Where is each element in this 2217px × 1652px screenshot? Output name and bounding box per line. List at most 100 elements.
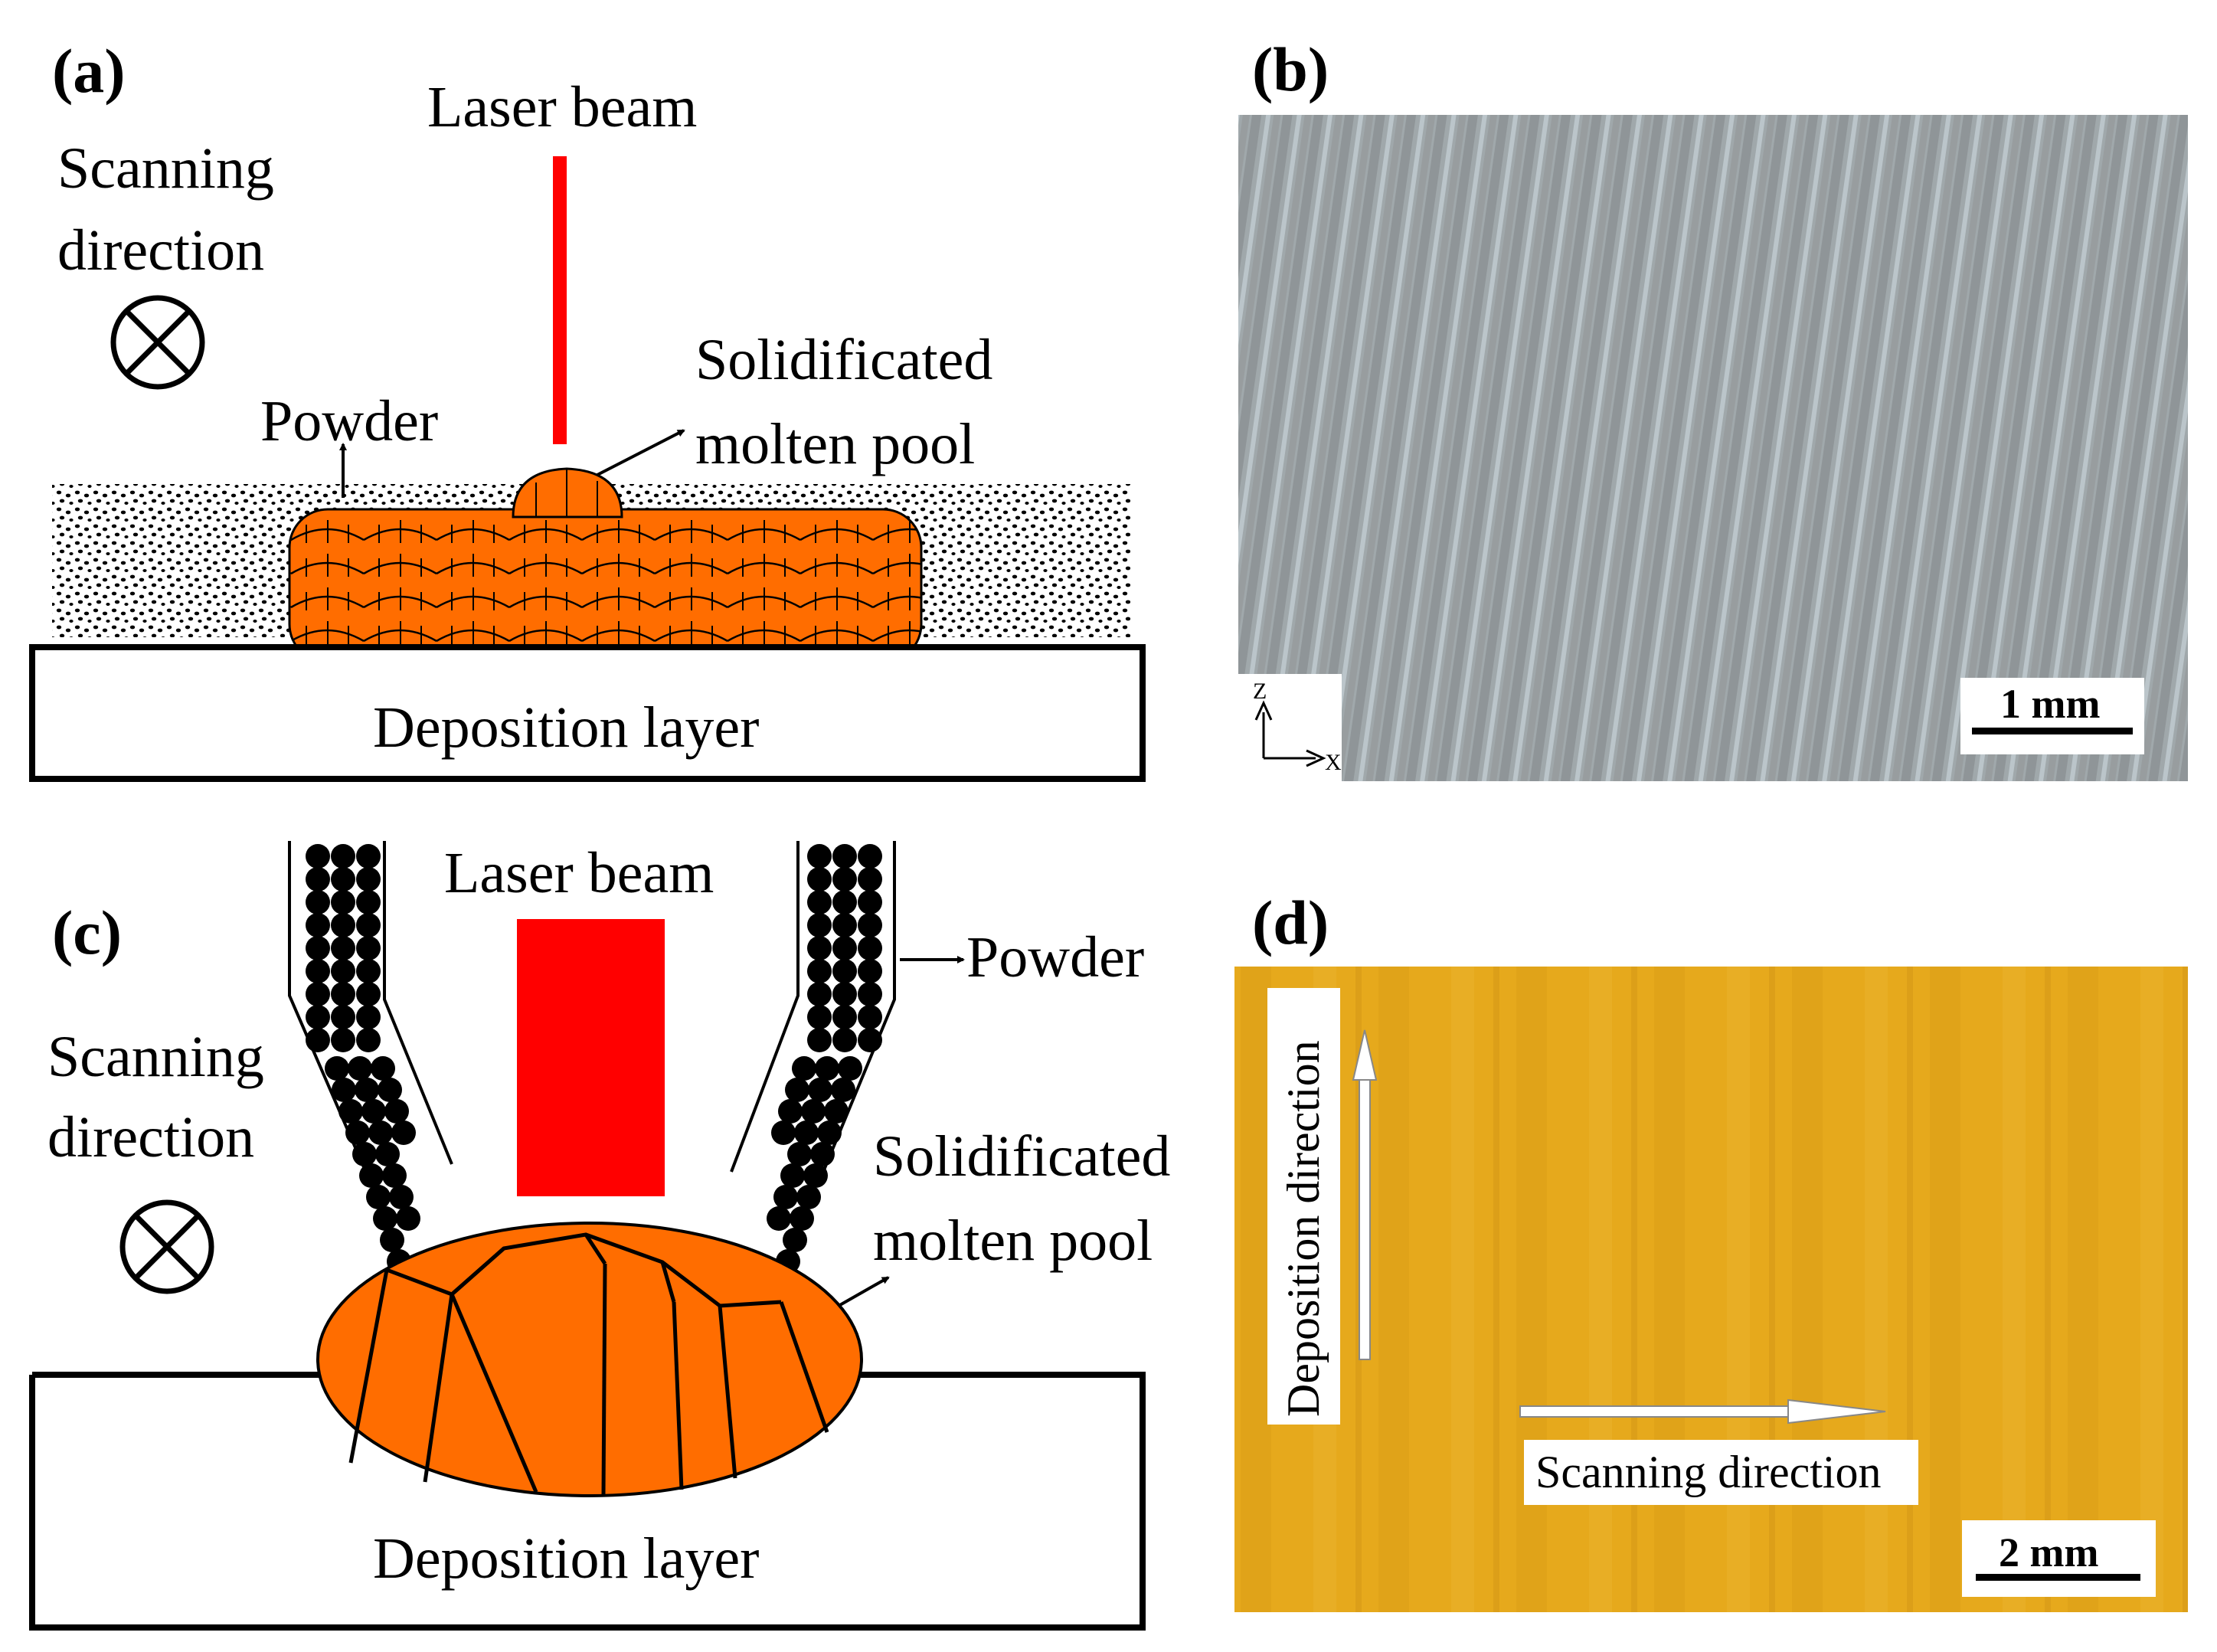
powder-particle — [858, 959, 882, 983]
powder-particle — [858, 936, 882, 960]
panel-c-molten-pool-arrow — [838, 1276, 890, 1307]
powder-particle — [345, 1120, 370, 1145]
panel-c-molten-pool-label-1: Solidificated — [873, 1124, 1170, 1189]
powder-particle — [858, 867, 882, 891]
powder-particle — [832, 844, 857, 869]
powder-particle — [331, 1005, 355, 1029]
panel-a-powder-label: Powder — [260, 389, 438, 453]
powder-particle — [832, 867, 857, 891]
powder-particle — [796, 1185, 821, 1209]
powder-particle — [348, 1056, 372, 1081]
powder-particle — [824, 1099, 849, 1124]
powder-particle — [807, 1005, 832, 1029]
powder-particle — [371, 1056, 395, 1081]
powder-particle — [368, 1120, 393, 1145]
powder-particle — [356, 1005, 381, 1029]
panel-a-scanning-label-2: direction — [57, 218, 264, 283]
powder-particle — [858, 844, 882, 869]
powder-particle — [378, 1078, 402, 1102]
powder-particle — [384, 1099, 409, 1124]
powder-particle — [331, 936, 355, 960]
powder-particle — [306, 936, 330, 960]
panel-c-molten-pool-label-2: molten pool — [873, 1209, 1153, 1273]
panel-d-deposition-direction: Deposition direction — [1267, 988, 1378, 1425]
panel-b-axis-x: X — [1325, 750, 1342, 775]
powder-particle — [355, 1078, 379, 1102]
powder-particle — [389, 1185, 414, 1209]
panel-b-label: (b) — [1252, 34, 1329, 104]
powder-particle — [356, 936, 381, 960]
panel-b-axis-indicator: Z X — [1238, 674, 1342, 781]
panel-a-scanning-label-1: Scanning — [57, 136, 274, 201]
powder-particle — [356, 913, 381, 937]
powder-particle — [771, 1120, 796, 1145]
powder-particle — [338, 1099, 363, 1124]
panel-a-label: (a) — [52, 36, 126, 106]
powder-particle — [325, 1056, 349, 1081]
powder-particle — [373, 1206, 397, 1231]
powder-particle — [808, 1078, 832, 1102]
panel-c-scanning-label-1: Scanning — [47, 1025, 264, 1089]
powder-particle — [391, 1120, 416, 1145]
panel-c-left-powder — [306, 844, 420, 1274]
powder-particle — [356, 890, 381, 914]
panel-a-molten-pool-label-1: Solidificated — [695, 328, 992, 392]
powder-particle — [396, 1206, 420, 1231]
panel-c-right-powder — [767, 844, 882, 1274]
powder-particle — [790, 1206, 814, 1231]
powder-particle — [832, 913, 857, 937]
powder-particle — [831, 1078, 855, 1102]
panel-c-scanning-direction-icon — [119, 1199, 214, 1294]
panel-a-laser-beam-label: Laser beam — [427, 75, 697, 139]
powder-particle — [807, 890, 832, 914]
panel-d-scanning-direction-label: Scanning direction — [1535, 1447, 1882, 1497]
powder-particle — [306, 867, 330, 891]
panel-a-laser-beam — [553, 156, 567, 444]
powder-particle — [366, 1185, 391, 1209]
panel-d: (d) Deposition direction Scanning direct… — [1234, 888, 2188, 1612]
panel-a-molten-pool-label-2: molten pool — [695, 412, 975, 476]
powder-particle — [794, 1120, 819, 1145]
powder-particle — [332, 1078, 356, 1102]
powder-particle — [352, 1142, 377, 1166]
powder-particle — [832, 1005, 857, 1029]
powder-particle — [832, 890, 857, 914]
powder-particle — [832, 982, 857, 1006]
panel-b: (b) Z X 1 mm — [1238, 34, 2188, 781]
powder-particle — [331, 982, 355, 1006]
powder-particle — [792, 1056, 816, 1081]
powder-particle — [331, 844, 355, 869]
panel-d-scale-bar: 2 mm — [1962, 1520, 2156, 1597]
powder-particle — [858, 1028, 882, 1052]
powder-particle — [810, 1142, 835, 1166]
powder-particle — [331, 1028, 355, 1052]
panel-b-scale-bar-label: 1 mm — [2000, 681, 2100, 727]
powder-particle — [331, 913, 355, 937]
powder-particle — [767, 1206, 791, 1231]
panel-a-deposition-layer — [29, 644, 1146, 782]
powder-particle — [773, 1185, 798, 1209]
panel-a-deposition-layer-label: Deposition layer — [373, 695, 759, 760]
powder-particle — [331, 959, 355, 983]
panel-c: (c) Laser beam Powder Scanning direction — [29, 841, 1170, 1631]
panel-b-axis-z: Z — [1253, 679, 1267, 704]
panel-c-molten-pool — [316, 1222, 863, 1497]
panel-d-scale-bar-label: 2 mm — [1999, 1529, 2098, 1575]
powder-particle — [359, 1163, 384, 1188]
powder-particle — [858, 913, 882, 937]
panel-c-deposition-layer — [29, 1372, 1146, 1631]
powder-particle — [858, 1005, 882, 1029]
panel-d-deposition-direction-label: Deposition direction — [1278, 1040, 1329, 1417]
powder-particle — [783, 1228, 807, 1252]
panel-b-micrograph — [1238, 115, 2188, 781]
powder-particle — [306, 844, 330, 869]
powder-particle — [356, 1028, 381, 1052]
powder-particle — [306, 913, 330, 937]
panel-d-label: (d) — [1252, 888, 1329, 957]
powder-particle — [380, 1228, 404, 1252]
powder-particle — [807, 844, 832, 869]
powder-particle — [306, 982, 330, 1006]
panel-a-deposited-tracks — [288, 467, 923, 664]
powder-particle — [815, 1056, 839, 1081]
